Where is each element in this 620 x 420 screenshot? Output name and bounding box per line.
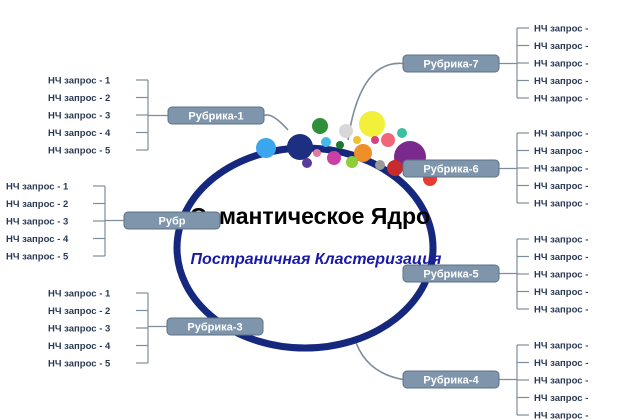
query-item: НЧ запрос - xyxy=(534,287,588,298)
decorative-bubble xyxy=(321,137,331,147)
rubric-node-label: Рубр xyxy=(159,216,186,228)
query-item: НЧ запрос - 5 xyxy=(6,252,69,263)
query-item: НЧ запрос - xyxy=(534,341,588,352)
decorative-bubble xyxy=(336,141,344,149)
rubric-node-1[interactable]: Рубрика-1 xyxy=(167,106,265,125)
rubric-7-query-list: НЧ запрос - НЧ запрос - НЧ запрос - НЧ запр… xyxy=(517,24,588,105)
decorative-bubble xyxy=(256,138,276,158)
diagram-title: Семантическое Ядро xyxy=(190,203,430,229)
query-item: НЧ запрос - 1 xyxy=(48,289,111,300)
rubric-1-query-list: НЧ запрос - 1 НЧ запрос - 2 НЧ запрос - 3 Н… xyxy=(48,76,148,157)
decorative-bubble xyxy=(346,156,358,168)
rubric-7-hub-connector xyxy=(347,62,404,141)
query-item: НЧ запрос - xyxy=(534,270,588,281)
rubric-node-label: Рубрика-1 xyxy=(188,111,243,123)
decorative-bubble xyxy=(327,151,341,165)
query-item: НЧ запрос - 1 xyxy=(6,182,69,193)
query-item: НЧ запрос - 5 xyxy=(48,146,111,157)
query-item: НЧ запрос - xyxy=(534,305,588,316)
query-item: НЧ запрос - xyxy=(534,358,588,369)
query-item: НЧ запрос - xyxy=(534,146,588,157)
query-item: НЧ запрос - xyxy=(534,235,588,246)
rubric-node-box xyxy=(402,264,500,283)
decorative-bubbles xyxy=(256,111,437,186)
query-item: НЧ запрос - xyxy=(534,411,588,420)
rubric-node-3[interactable]: Рубрика-3 xyxy=(166,317,264,336)
rubric-node-box xyxy=(166,317,264,336)
decorative-bubble xyxy=(375,160,385,170)
query-item: НЧ запрос - 1 xyxy=(48,76,111,87)
query-lists: НЧ запрос - 1 НЧ запрос - 2 НЧ запрос - 3 Н… xyxy=(6,24,588,420)
rubric-node-label: Рубрика-3 xyxy=(187,322,242,334)
rubric-4-query-list: НЧ запрос - НЧ запрос - НЧ запрос - НЧ запр… xyxy=(517,341,588,420)
query-item: НЧ запрос - xyxy=(534,164,588,175)
decorative-bubble xyxy=(354,144,372,162)
rubric-node-5[interactable]: Рубрика-5 xyxy=(402,264,500,283)
query-item: НЧ запрос - xyxy=(534,181,588,192)
decorative-bubble xyxy=(397,128,407,138)
rubric-node-7[interactable]: Рубрика-7 xyxy=(402,54,500,73)
query-item: НЧ запрос - xyxy=(534,252,588,263)
rubric-node-2[interactable]: Рубр xyxy=(123,211,221,230)
decorative-bubble xyxy=(312,118,328,134)
rubric-node-label: Рубрика-4 xyxy=(423,375,479,387)
rubric-node-label: Рубрика-5 xyxy=(423,269,478,281)
query-item: НЧ запрос - xyxy=(534,376,588,387)
query-item: НЧ запрос - xyxy=(534,94,588,105)
decorative-bubble xyxy=(371,136,379,144)
query-item: НЧ запрос - 2 xyxy=(48,93,110,104)
rubric-node-box xyxy=(167,106,265,125)
rubric-2-query-list: НЧ запрос - 1 НЧ запрос - 2 НЧ запрос - 3 Н… xyxy=(6,182,105,263)
rubric-node-box xyxy=(123,211,221,230)
query-item: НЧ запрос - xyxy=(534,59,588,70)
rubric-6-query-list: НЧ запрос - НЧ запрос - НЧ запрос - НЧ запр… xyxy=(517,129,588,210)
query-item: НЧ запрос - xyxy=(534,393,588,404)
decorative-bubble xyxy=(381,133,395,147)
query-item: НЧ запрос - 2 xyxy=(6,199,68,210)
rubric-node-box xyxy=(402,54,500,73)
diagram-subtitle: Постраничная Кластеризация xyxy=(191,251,442,268)
rubric-node-box xyxy=(402,159,500,178)
rubric-node-4[interactable]: Рубрика-4 xyxy=(402,370,500,389)
query-item: НЧ запрос - xyxy=(534,41,588,52)
decorative-bubble xyxy=(313,149,321,157)
query-item: НЧ запрос - 4 xyxy=(6,234,69,245)
decorative-bubble xyxy=(359,111,385,137)
rubric-node-label: Рубрика-6 xyxy=(423,164,478,176)
query-item: НЧ запрос - 3 xyxy=(48,324,110,335)
rubric-node-box xyxy=(402,370,500,389)
query-item: НЧ запрос - xyxy=(534,199,588,210)
decorative-bubble xyxy=(287,134,313,160)
query-item: НЧ запрос - xyxy=(534,76,588,87)
query-item: НЧ запрос - xyxy=(534,129,588,140)
rubric-node-label: Рубрика-7 xyxy=(423,59,478,71)
rubric-node-6[interactable]: Рубрика-6 xyxy=(402,159,500,178)
decorative-bubble xyxy=(387,160,403,176)
rubric-3-query-list: НЧ запрос - 1 НЧ запрос - 2 НЧ запрос - 3 Н… xyxy=(48,289,148,370)
decorative-bubble xyxy=(302,158,312,168)
query-item: НЧ запрос - 4 xyxy=(48,128,111,139)
rubric-1-hub-connector xyxy=(263,114,289,131)
query-item: НЧ запрос - 3 xyxy=(48,111,110,122)
query-item: НЧ запрос - 5 xyxy=(48,359,111,370)
query-item: НЧ запрос - 4 xyxy=(48,341,111,352)
decorative-bubble xyxy=(339,124,353,138)
query-item: НЧ запрос - 3 xyxy=(6,217,68,228)
decorative-bubble xyxy=(353,136,361,144)
rubric-5-query-list: НЧ запрос - НЧ запрос - НЧ запрос - НЧ запр… xyxy=(517,235,588,316)
query-item: НЧ запрос - 2 xyxy=(48,306,110,317)
query-item: НЧ запрос - xyxy=(534,24,588,35)
